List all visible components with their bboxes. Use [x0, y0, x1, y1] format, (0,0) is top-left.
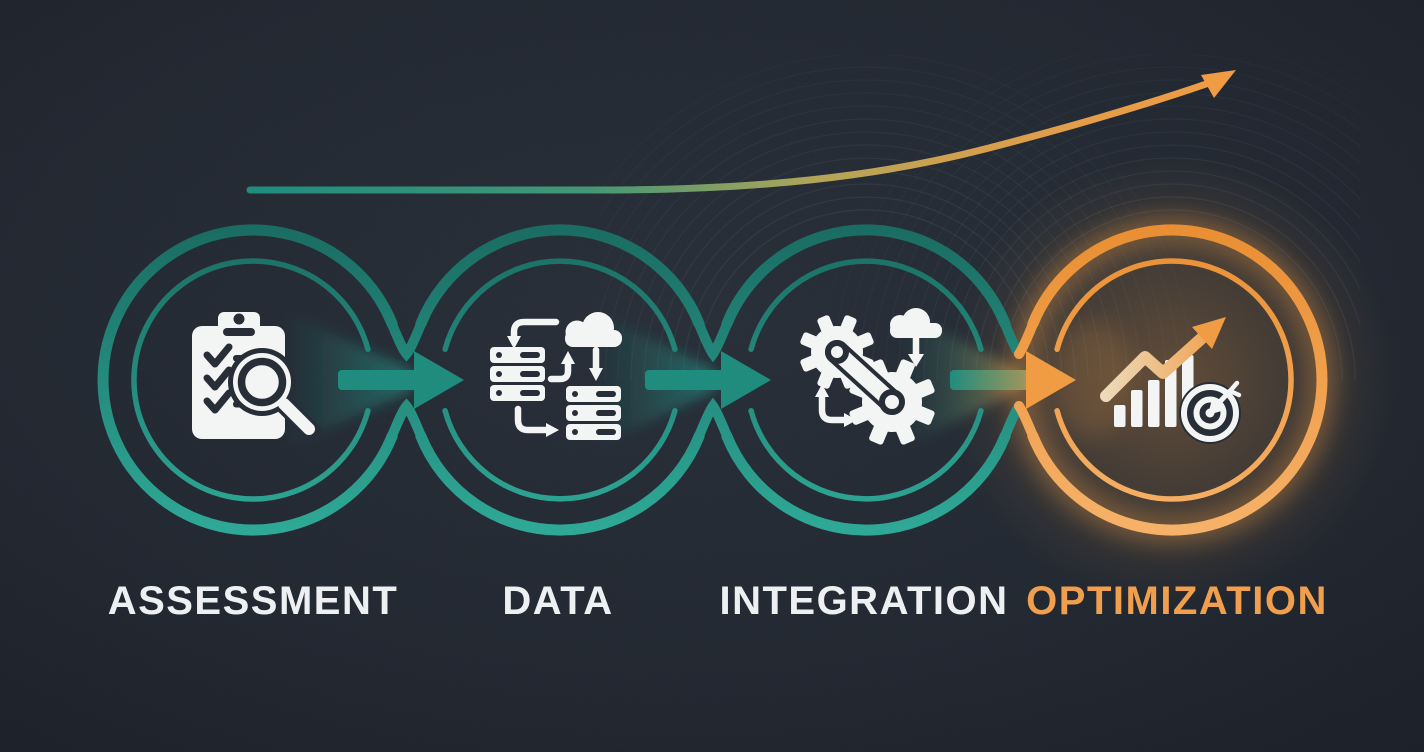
diagram-canvas: ASSESSMENT DATA INTEGRATION OPTIMIZATION: [0, 0, 1424, 752]
process-flow-infographic: ASSESSMENT DATA INTEGRATION OPTIMIZATION: [0, 0, 1424, 752]
grain-overlay: [0, 0, 1424, 752]
